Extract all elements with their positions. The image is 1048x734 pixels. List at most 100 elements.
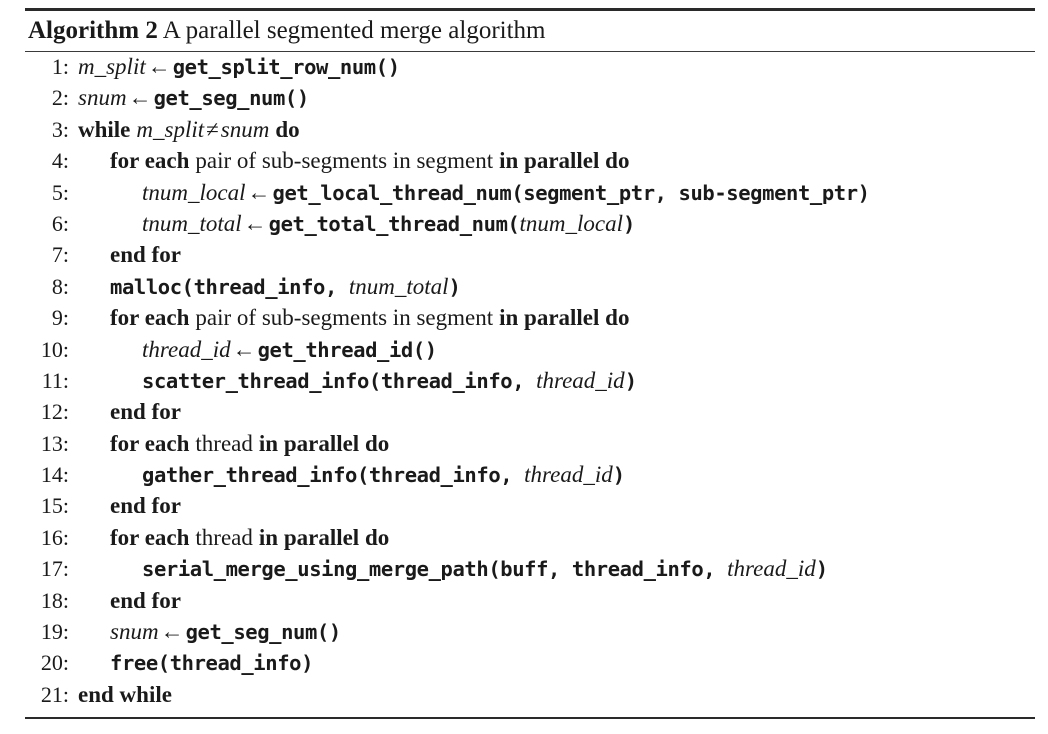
- line-number: 4: [25, 148, 69, 174]
- token-rm: thread: [195, 430, 253, 456]
- line-number: 3: [25, 117, 69, 143]
- line-content: tnum_local←get_local_thread_num(segment_…: [133, 180, 870, 206]
- token-rm: pair of sub-segments in segment: [195, 148, 494, 174]
- token-fn: ): [448, 274, 461, 299]
- token-kw: do: [275, 116, 300, 142]
- line-content: end for: [101, 588, 181, 614]
- line-number: 6: [25, 211, 69, 237]
- token-var: m_split: [78, 54, 146, 79]
- token-fn: serial_merge_using_merge_path(buff, thre…: [142, 557, 728, 582]
- token-kw: for each: [110, 524, 190, 550]
- token-kw: in parallel do: [258, 430, 390, 456]
- algorithm-block: Algorithm 2 A parallel segmented merge a…: [25, 8, 1035, 720]
- token-fn: gather_thread_info(thread_info,: [142, 463, 525, 488]
- algorithm-line: 14gather_thread_info(thread_info, thread…: [25, 462, 1035, 493]
- token-fn: get_split_row_num(): [172, 55, 400, 79]
- line-number: 7: [25, 242, 69, 268]
- token-var: thread_id: [142, 336, 231, 362]
- token-op: ←: [160, 619, 184, 645]
- algorithm-line: 11scatter_thread_info(thread_info, threa…: [25, 368, 1035, 399]
- line-number: 14: [25, 462, 69, 488]
- token-op: ←: [128, 85, 152, 111]
- token-kw: in parallel do: [499, 148, 630, 174]
- line-number: 20: [25, 650, 69, 676]
- algorithm-top-rule: [25, 8, 1035, 11]
- line-content: scatter_thread_info(thread_info, thread_…: [133, 368, 637, 394]
- token-kw: in parallel do: [258, 524, 390, 550]
- token-rm: pair of sub-segments in segment: [195, 305, 494, 331]
- token-var: thread_id: [536, 367, 625, 393]
- token-fn: get_total_thread_num(: [268, 211, 520, 236]
- token-var: snum: [220, 116, 270, 142]
- line-number: 9: [25, 305, 69, 331]
- token-var: thread_id: [727, 556, 816, 582]
- token-kw: in parallel do: [499, 305, 630, 331]
- token-kw: end for: [110, 493, 181, 519]
- token-fn: ): [622, 211, 635, 236]
- line-content: tnum_total←get_total_thread_num(tnum_loc…: [133, 211, 635, 237]
- token-var: snum: [78, 85, 127, 111]
- line-content: end for: [101, 242, 181, 268]
- algorithm-title: A parallel segmented merge algorithm: [162, 17, 546, 44]
- line-content: m_split←get_split_row_num(): [69, 54, 400, 80]
- line-content: end while: [69, 682, 172, 708]
- algorithm-line: 5 tnum_local←get_local_thread_num(segment…: [25, 180, 1035, 211]
- algorithm-caption: Algorithm 2 A parallel segmented merge a…: [25, 11, 1035, 51]
- token-var: m_split: [136, 116, 205, 142]
- token-fn: malloc(thread_info,: [110, 274, 349, 299]
- token-kw: end while: [78, 681, 172, 707]
- token-kw: for each: [110, 430, 190, 456]
- token-op: ←: [243, 210, 267, 236]
- algorithm-caption-rule: [25, 51, 1035, 52]
- algorithm-line: 17serial_merge_using_merge_path(buff, th…: [25, 556, 1035, 587]
- token-op: ≠: [206, 116, 219, 142]
- token-kw: end for: [110, 242, 181, 268]
- algorithm-line: 7 end for: [25, 242, 1035, 273]
- algorithm-line: 2snum←get_seg_num(): [25, 85, 1035, 116]
- token-kw: while: [78, 116, 131, 142]
- token-rm: thread: [195, 524, 253, 550]
- line-content: end for: [101, 399, 181, 425]
- line-content: malloc(thread_info, tnum_total): [101, 273, 461, 300]
- token-var: tnum_local: [142, 179, 246, 205]
- token-kw: end for: [110, 587, 181, 613]
- token-kw: for each: [110, 305, 190, 331]
- token-fn: ): [612, 463, 625, 488]
- token-var: tnum_total: [142, 210, 242, 236]
- line-number: 12: [25, 399, 69, 425]
- line-content: serial_merge_using_merge_path(buff, thre…: [133, 556, 828, 582]
- line-content: snum←get_seg_num(): [69, 85, 309, 111]
- line-number: 16: [25, 525, 69, 551]
- line-number: 5: [25, 180, 69, 206]
- algorithm-line: 12 end for: [25, 399, 1035, 430]
- algorithm-label: Algorithm 2: [28, 17, 158, 44]
- algorithm-line: 10thread_id←get_thread_id(): [25, 337, 1035, 368]
- token-op: ←: [147, 54, 171, 79]
- algorithm-body: 1m_split←get_split_row_num()2snum←get_se…: [25, 52, 1035, 717]
- line-number: 1: [25, 54, 69, 80]
- line-content: thread_id←get_thread_id(): [133, 337, 437, 363]
- token-fn: ): [624, 368, 637, 393]
- algorithm-line: 18end for: [25, 588, 1035, 619]
- line-content: snum←get_seg_num(): [101, 619, 341, 645]
- token-fn: get_seg_num(): [153, 86, 310, 111]
- algorithm-line: 20free(thread_info): [25, 650, 1035, 681]
- line-number: 2: [25, 85, 69, 111]
- token-kw: for each: [110, 148, 190, 174]
- line-number: 13: [25, 431, 69, 457]
- token-fn: get_thread_id(): [257, 337, 438, 362]
- token-var: tnum_total: [348, 273, 449, 299]
- algorithm-line: 8 malloc(thread_info, tnum_total): [25, 274, 1035, 305]
- token-op: ←: [232, 336, 256, 362]
- line-number: 8: [25, 274, 69, 300]
